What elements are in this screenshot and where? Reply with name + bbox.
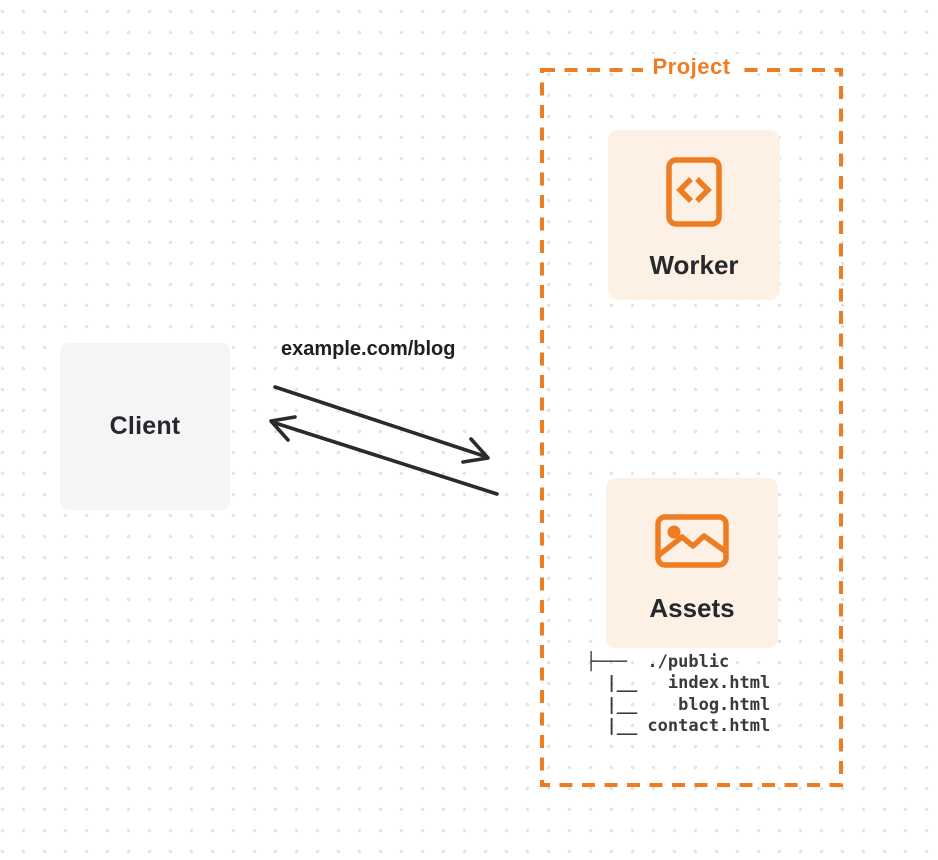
project-container: Project Worker Assets — [540, 54, 843, 787]
request-arrow — [273, 385, 490, 464]
assets-label: Assets — [649, 593, 735, 623]
client-node: Client — [60, 343, 230, 510]
project-label: Project — [642, 54, 741, 80]
assets-file-tree: ├─── ./public |__ index.html |__ blog.ht… — [586, 652, 771, 736]
image-icon — [655, 514, 729, 568]
request-url-label: example.com/blog — [281, 338, 456, 360]
worker-node: Worker — [608, 130, 780, 300]
project-dashed-border — [540, 68, 843, 787]
assets-node: Assets — [606, 478, 778, 648]
response-arrow — [269, 415, 499, 496]
worker-label: Worker — [649, 250, 739, 280]
code-file-icon — [666, 157, 722, 227]
client-label: Client — [109, 412, 181, 440]
